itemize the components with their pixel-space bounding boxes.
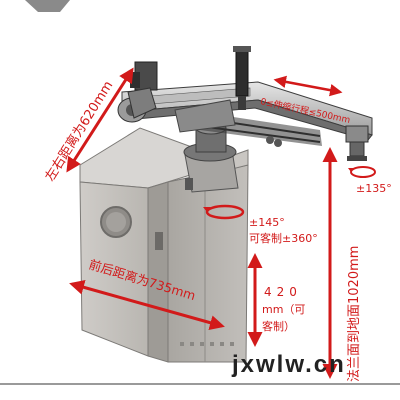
label-vertical-2: mm（可 bbox=[262, 303, 305, 316]
label-rot-base-1: ±145° bbox=[249, 216, 285, 229]
cabinet-feet-row bbox=[180, 342, 234, 346]
base-joint bbox=[183, 121, 239, 193]
dim-arrow-left-right bbox=[66, 67, 134, 173]
end-effector bbox=[266, 125, 369, 161]
dim-arrow-front-back bbox=[69, 280, 225, 330]
label-height: 法兰面到地面1020mm bbox=[347, 246, 362, 382]
label-rot-base-2: 可客制±360° bbox=[249, 231, 318, 245]
label-vertical-1: 420 bbox=[264, 285, 302, 299]
watermark: jxwlw.cn bbox=[231, 351, 346, 378]
frame-corner bbox=[0, 0, 400, 385]
label-vertical-3: 客制） bbox=[262, 319, 295, 333]
label-rot-wrist: ±135° bbox=[356, 182, 392, 195]
top-motor bbox=[233, 46, 251, 110]
dim-arrow-stroke bbox=[273, 75, 343, 97]
cabinet-panel bbox=[155, 232, 163, 250]
rot-arrow-wrist bbox=[350, 166, 376, 178]
